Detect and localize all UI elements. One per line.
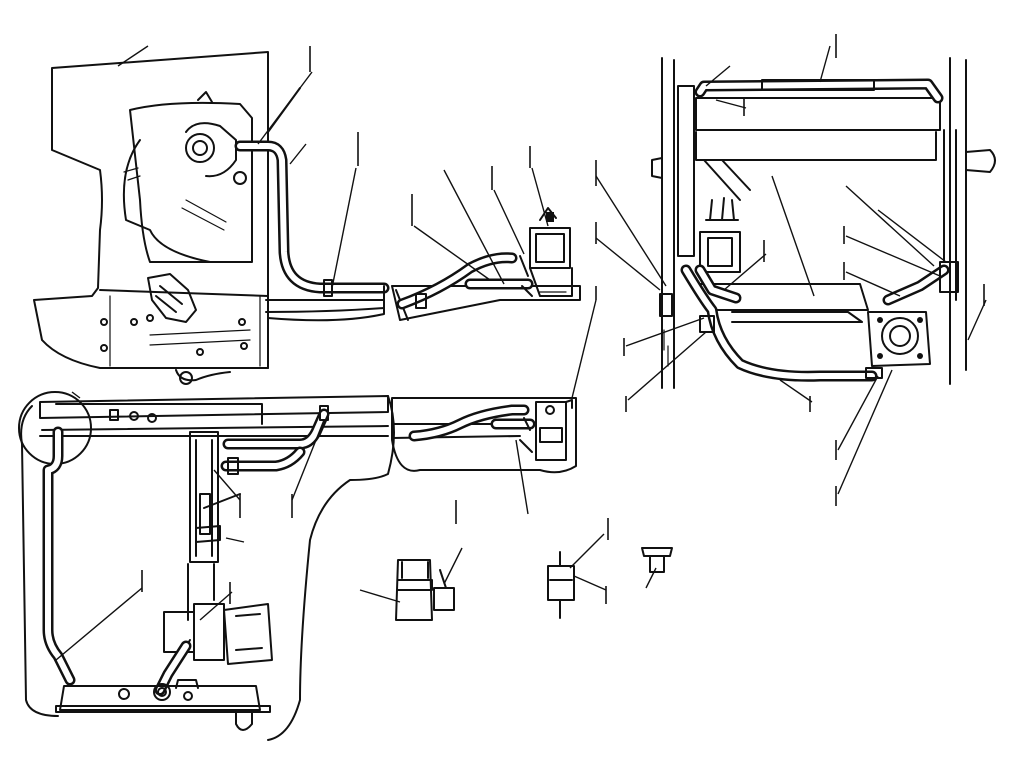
control-valve-top [391, 397, 577, 474]
detail-view-fitting-3 [641, 547, 673, 573]
detail-view-fitting-2 [547, 551, 575, 619]
front-view [651, 57, 996, 389]
control-valve-side [391, 207, 581, 321]
callout-leaders [55, 34, 987, 661]
side-view [33, 51, 390, 385]
base-plate-bolts [100, 314, 248, 356]
detail-view-fitting-1 [395, 559, 455, 621]
top-view [18, 391, 395, 741]
